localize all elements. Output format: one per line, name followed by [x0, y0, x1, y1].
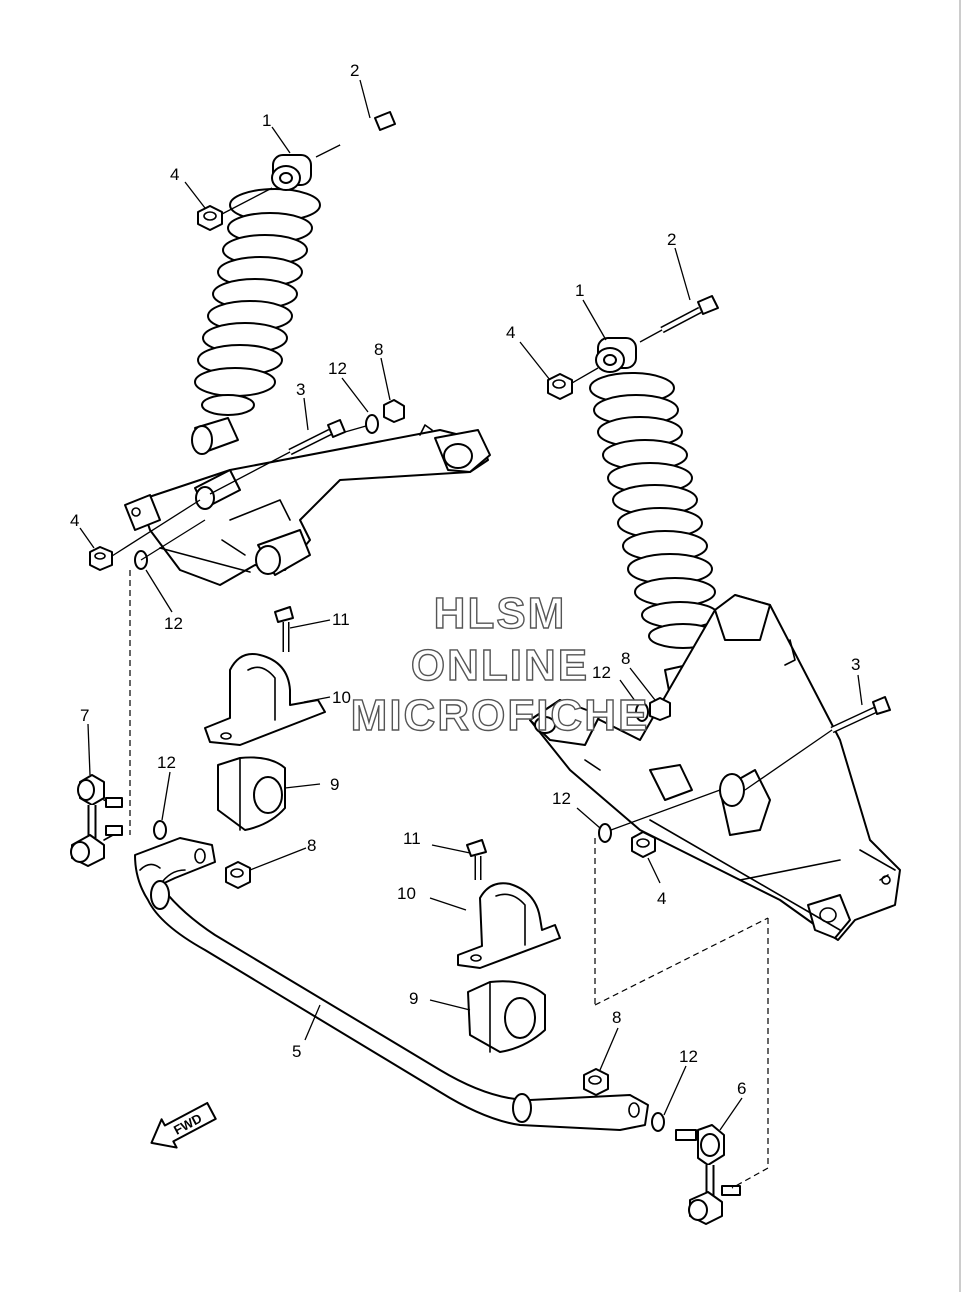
callout-12-left-link: 12 [157, 753, 176, 772]
callout-9-left-bushing: 9 [330, 775, 339, 794]
stabilizer-link-6 [675, 1124, 741, 1225]
callout-10-left-bracket: 10 [332, 688, 351, 707]
washer-12-right-link [651, 1112, 665, 1132]
stabilizer-bar-5 [134, 837, 649, 1131]
callout-8-bar-right: 8 [612, 1008, 621, 1027]
fwd-arrow-icon: FWD [150, 1101, 217, 1149]
callout-labels: 2 1 4 3 12 8 4 12 11 10 7 12 9 8 1 2 4 3… [70, 61, 860, 1098]
washer-12-right-lower [598, 789, 721, 843]
watermark: HLSM ONLINE MICROFICHE [350, 588, 650, 740]
watermark-line-1: HLSM [434, 589, 567, 638]
callout-6-link: 6 [737, 1079, 746, 1098]
callout-12-left-upper: 12 [328, 359, 347, 378]
nut-8-bar-right [583, 1068, 609, 1096]
nut-4-right-top [547, 367, 599, 400]
nut-4-left-lower [89, 499, 201, 571]
bolt-2-left [315, 111, 396, 158]
bolt-3-left [209, 419, 346, 495]
washer-12-right-upper [635, 702, 649, 722]
callout-12-right-upper: 12 [592, 663, 611, 682]
nut-8-bar-left [225, 861, 251, 889]
bolt-11-middle [466, 839, 487, 880]
callout-9-middle-bushing: 9 [409, 989, 418, 1008]
callout-4-right-lower-nut: 4 [657, 889, 666, 908]
callout-10-middle-bracket: 10 [397, 884, 416, 903]
alignment-guides [129, 570, 769, 1189]
left-a-arm [124, 424, 491, 586]
bracket-10-left [204, 653, 326, 746]
bolt-11-left [274, 606, 294, 652]
callout-2-right-bolt: 2 [667, 230, 676, 249]
bushing-9-middle [467, 980, 546, 1053]
washer-12-left-lower [134, 519, 206, 570]
callout-1-left-shock: 1 [262, 111, 271, 130]
callout-4-left-top-nut: 4 [170, 165, 179, 184]
bracket-10-middle [457, 882, 561, 969]
callout-8-right-upper: 8 [621, 649, 630, 668]
nut-4-left-top [197, 187, 273, 231]
callout-11-middle-bolt: 11 [403, 829, 421, 848]
callout-2-left-bolt: 2 [350, 61, 359, 80]
callout-8-bar-left: 8 [307, 836, 316, 855]
callout-1-right-shock: 1 [575, 281, 584, 300]
nut-8-right-upper [649, 697, 671, 721]
callout-4-left-lower-nut: 4 [70, 511, 79, 530]
nut-8-left-upper [383, 399, 405, 423]
callout-12-left-lower: 12 [164, 614, 183, 633]
watermark-line-2: ONLINE [411, 641, 589, 690]
nut-4-right-lower [631, 831, 656, 858]
callout-12-right-lower: 12 [552, 789, 571, 808]
callout-5-stabilizer-bar: 5 [292, 1042, 301, 1061]
callout-11-left-bolt: 11 [332, 610, 350, 629]
washer-12-left-upper [344, 414, 379, 434]
watermark-line-3: MICROFICHE [351, 691, 650, 740]
washer-12-left-link [153, 820, 167, 840]
callout-8-left-upper: 8 [374, 340, 383, 359]
callout-4-right-top-nut: 4 [506, 323, 515, 342]
callout-leaders [79, 79, 863, 1131]
bushing-9-left [217, 756, 286, 831]
bolt-2-right [639, 295, 719, 343]
callout-12-right-link: 12 [679, 1047, 698, 1066]
callout-3-right-bolt: 3 [851, 655, 860, 674]
bolt-3-right [744, 696, 891, 791]
callout-7-link: 7 [80, 706, 89, 725]
stabilizer-link-7 [70, 774, 123, 867]
right-a-arm [529, 594, 901, 941]
callout-3-left-bolt: 3 [296, 380, 305, 399]
left-shock-absorber [191, 154, 321, 455]
